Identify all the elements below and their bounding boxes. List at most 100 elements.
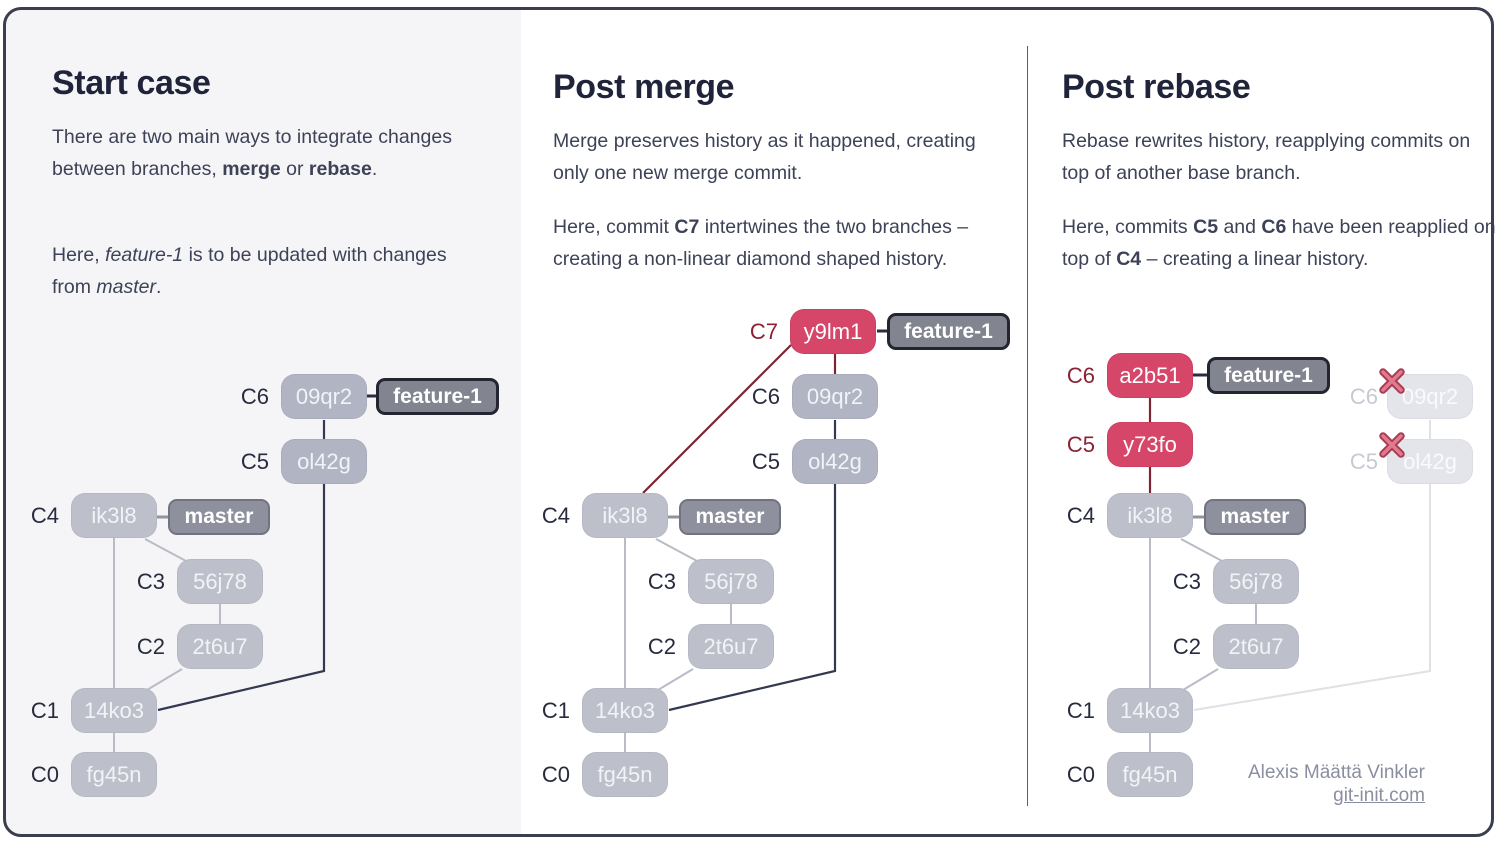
commit-label-merge-c0: C0 [541, 762, 570, 787]
commit-node-start-56j78: 56j78 [177, 559, 263, 604]
rebase-p2-c6-bold: C6 [1261, 216, 1287, 238]
commit-label-start-c4: C4 [30, 503, 59, 528]
start-paragraph-1: There are two main ways to integrate cha… [52, 121, 452, 185]
merge-p2-c7-bold: C7 [674, 216, 700, 238]
branch-label-merge-master: master [679, 499, 781, 535]
edge-start-c5-c1 [157, 484, 326, 712]
commit-label-start-c5: C5 [240, 449, 269, 474]
merge-p2-text: Here, commit [553, 216, 675, 238]
attribution: Alexis Määttä Vinkler git-init.com [1145, 761, 1425, 807]
branch-label-rebase-feature-1: feature-1 [1207, 357, 1330, 394]
attribution-site-link[interactable]: git-init.com [1333, 785, 1425, 806]
commit-node-rebase-ik3l8: ik3l8 [1107, 493, 1193, 538]
commit-label-merge-c3: C3 [647, 569, 676, 594]
commit-label-rebase-c3: C3 [1172, 569, 1201, 594]
edge-merge-c2-c1 [657, 668, 694, 691]
commit-node-rebase-14ko3: 14ko3 [1107, 688, 1193, 733]
rebase-p2-text: – creating a linear history. [1141, 248, 1369, 270]
merge-panel-title: Post merge [553, 68, 735, 106]
commit-label-merge-c1: C1 [541, 698, 570, 723]
commit-label-ghost-c5: C5 [1349, 449, 1378, 474]
discarded-commit-x-icon [1379, 368, 1405, 394]
commit-node-start-fg45n: fg45n [71, 752, 157, 797]
commit-label-rebase-c0: C0 [1066, 762, 1095, 787]
commit-label-merge-c2: C2 [647, 634, 676, 659]
rebase-p2-text: and [1218, 216, 1262, 238]
commit-label-merge-c6: C6 [751, 384, 780, 409]
commit-node-rebase-a2b51: a2b51 [1107, 353, 1193, 398]
edge-merge-c5-c1 [668, 484, 837, 712]
commit-label-merge-c7: C7 [749, 319, 778, 344]
commit-label-rebase-c2: C2 [1172, 634, 1201, 659]
start-p2-feature-italic: feature-1 [105, 244, 184, 266]
commit-node-merge-y9lm1: y9lm1 [790, 309, 876, 354]
start-panel-title: Start case [52, 64, 211, 102]
start-p2-text: . [156, 276, 162, 298]
start-p1-text: . [371, 158, 378, 180]
start-p2-text: is to be updated with changes from [52, 244, 447, 298]
start-p1-text: or [280, 158, 309, 180]
start-p2-text: Here, [52, 244, 106, 266]
commit-label-start-c6: C6 [240, 384, 269, 409]
discarded-commit-x-icon [1379, 432, 1405, 458]
rebase-paragraph-2: Here, commits C5 and C6 have been reappl… [1062, 211, 1497, 275]
commit-label-start-c1: C1 [30, 698, 59, 723]
commit-label-ghost-c6: C6 [1349, 384, 1378, 409]
edge-rebase-c4-c3 [1180, 538, 1223, 562]
commit-node-rebase-56j78: 56j78 [1213, 559, 1299, 604]
commit-node-rebase-2t6u7: 2t6u7 [1213, 624, 1299, 669]
commit-node-ghost-09qr2: 09qr2 [1387, 374, 1473, 419]
edge-merge-c7-c4 [642, 344, 792, 494]
commit-node-merge-09qr2: 09qr2 [792, 374, 878, 419]
branch-label-start-feature-1: feature-1 [376, 378, 499, 415]
rebase-p2-c4-bold: C4 [1116, 248, 1142, 270]
commit-node-start-2t6u7: 2t6u7 [177, 624, 263, 669]
commit-node-merge-14ko3: 14ko3 [582, 688, 668, 733]
commit-node-start-09qr2: 09qr2 [281, 374, 367, 419]
commit-label-merge-c5: C5 [751, 449, 780, 474]
commit-label-rebase-c4: C4 [1066, 503, 1095, 528]
merge-paragraph-1: Merge preserves history as it happened, … [553, 130, 976, 184]
commit-node-start-ol42g: ol42g [281, 439, 367, 484]
edge-start-c2-c1 [146, 668, 183, 691]
rebase-p2-c5-bold: C5 [1193, 216, 1219, 238]
start-paragraph-2: Here, feature-1 is to be updated with ch… [52, 239, 452, 303]
branch-label-merge-feature-1: feature-1 [887, 313, 1010, 350]
commit-label-start-c2: C2 [136, 634, 165, 659]
rebase-p2-text: Here, commits [1062, 216, 1194, 238]
branch-label-start-master: master [168, 499, 270, 535]
commit-node-rebase-fg45n: fg45n [1107, 752, 1193, 797]
edge-ghost-c5-c1 [1193, 484, 1431, 711]
commit-label-rebase-c1: C1 [1066, 698, 1095, 723]
attribution-author: Alexis Määttä Vinkler [1247, 762, 1425, 783]
commit-label-rebase-c5: C5 [1066, 432, 1095, 457]
edge-merge-c4-c3 [655, 538, 698, 562]
commit-label-start-c0: C0 [30, 762, 59, 787]
merge-paragraph-2: Here, commit C7 intertwines the two bran… [553, 211, 993, 275]
start-p1-rebase-bold: rebase [308, 158, 372, 180]
commit-label-rebase-c6: C6 [1066, 363, 1095, 388]
commit-node-merge-ik3l8: ik3l8 [582, 493, 668, 538]
merge-p2-text: intertwines the two branches – creating … [553, 216, 969, 270]
commit-node-start-14ko3: 14ko3 [71, 688, 157, 733]
commit-node-merge-2t6u7: 2t6u7 [688, 624, 774, 669]
commit-node-merge-ol42g: ol42g [792, 439, 878, 484]
rebase-p2-text: have been reapplied on top of [1062, 216, 1496, 270]
commit-label-merge-c4: C4 [541, 503, 570, 528]
commit-node-merge-fg45n: fg45n [582, 752, 668, 797]
branch-label-rebase-master: master [1204, 499, 1306, 535]
commit-node-ghost-ol42g: ol42g [1387, 439, 1473, 484]
commit-node-merge-56j78: 56j78 [688, 559, 774, 604]
rebase-paragraph-1: Rebase rewrites history, reapplying comm… [1062, 130, 1471, 184]
edge-rebase-c2-c1 [1182, 668, 1219, 691]
commit-node-rebase-y73fo: y73fo [1107, 422, 1193, 467]
panel-divider [1027, 46, 1028, 806]
start-p1-text: There are two main ways to integrate cha… [52, 126, 452, 180]
commit-label-start-c3: C3 [136, 569, 165, 594]
commit-node-start-ik3l8: ik3l8 [71, 493, 157, 538]
rebase-panel-title: Post rebase [1062, 68, 1251, 106]
edge-start-c4-c3 [144, 538, 187, 562]
start-p1-merge-bold: merge [222, 158, 281, 180]
